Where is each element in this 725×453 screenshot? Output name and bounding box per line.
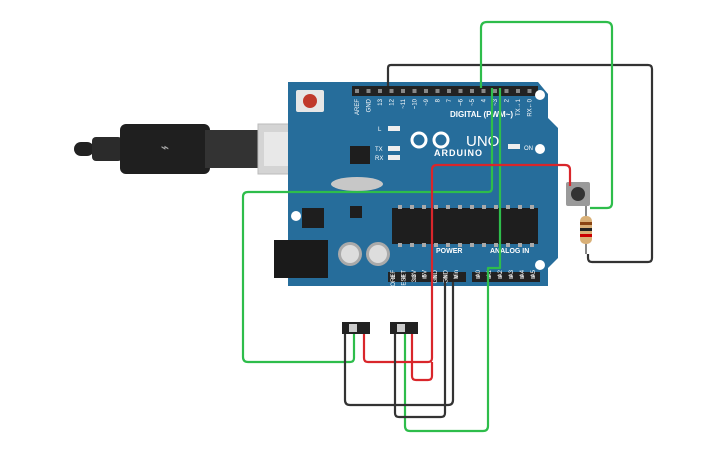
digital-pin-hole[interactable]	[504, 89, 509, 93]
digital-pin-hole[interactable]	[527, 89, 532, 93]
usb-icon: ⌁	[161, 139, 169, 155]
digital-pin-label: 4	[482, 98, 488, 102]
digital-pin-label: ~5	[470, 98, 476, 106]
wire-switch2-signal	[403, 88, 502, 433]
digital-pin-hole[interactable]	[424, 89, 428, 93]
wires	[241, 20, 654, 433]
digital-pin-hole[interactable]	[447, 89, 451, 93]
model-label: UNO	[466, 133, 499, 150]
wire-5v-switch1	[362, 270, 434, 364]
digital-pin-label: 12	[390, 98, 396, 105]
digital-pin-label: 8	[436, 98, 442, 102]
analog-pin-label: A0	[476, 269, 482, 277]
analog-header	[472, 272, 540, 282]
power-label: POWER	[436, 248, 462, 255]
slide-switch-2[interactable]	[390, 322, 418, 334]
push-button[interactable]	[566, 182, 590, 206]
digital-pin-hole[interactable]	[470, 89, 474, 93]
power-pin-hole[interactable]	[443, 275, 448, 279]
digital-pin-label: AREF	[355, 99, 361, 115]
wire-5v-switch2	[410, 334, 434, 382]
digital-pin-label: 13	[378, 98, 384, 105]
power-pin-hole[interactable]	[412, 275, 416, 279]
analog-pin-hole[interactable]	[531, 275, 535, 279]
power-pin-label: GND	[433, 269, 439, 283]
digital-pin-label: RX←0	[528, 98, 534, 116]
on-label: ON	[524, 146, 533, 152]
wire-gnd-top	[386, 63, 654, 264]
slide-switch-1[interactable]	[342, 322, 370, 334]
analog-pin-hole[interactable]	[520, 275, 524, 279]
crystal	[331, 177, 383, 191]
digital-pin-label: 7	[447, 98, 453, 102]
digital-pin-label: TX→1	[516, 98, 522, 116]
wire-gnd-switch1	[343, 282, 455, 407]
digital-pin-hole[interactable]	[516, 89, 520, 93]
digital-pin-label: ~6	[459, 98, 465, 106]
digital-pin-hole[interactable]	[389, 89, 394, 93]
analog-label: ANALOG IN	[490, 248, 529, 255]
power-pin-label: Vin	[454, 270, 460, 279]
power-pin-label: RESET	[402, 270, 408, 290]
digital-pin-hole[interactable]	[435, 89, 440, 93]
digital-pin-label: ~10	[413, 98, 419, 109]
wire-button-signal	[479, 20, 614, 210]
digital-pin-hole[interactable]	[378, 89, 382, 93]
usb-chip	[350, 146, 370, 164]
power-jack	[274, 240, 328, 278]
analog-pin-label: A2	[498, 269, 504, 277]
digital-header	[352, 86, 538, 96]
power-pin-label: 5V	[423, 270, 429, 277]
resistor	[580, 206, 592, 254]
digital-pin-hole[interactable]	[366, 89, 371, 93]
analog-pin-label: A1	[487, 269, 493, 277]
digital-pin-label: GND	[367, 98, 373, 112]
wire-5v	[430, 163, 572, 272]
analog-pin-hole[interactable]	[476, 275, 480, 279]
power-header	[388, 272, 466, 282]
digital-pin-hole[interactable]	[412, 89, 417, 93]
analog-pin-hole[interactable]	[509, 275, 513, 279]
digital-pin-hole[interactable]	[355, 89, 359, 93]
power-pin-hole[interactable]	[454, 275, 458, 279]
digital-pin-hole[interactable]	[481, 89, 486, 93]
analog-pin-label: A5	[531, 269, 537, 277]
digital-pin-hole[interactable]	[458, 89, 463, 93]
wire-gnd-switch2	[393, 282, 447, 419]
power-pin-hole[interactable]	[433, 275, 437, 279]
brand-label: ARDUINO	[434, 148, 483, 158]
analog-pin-label: A4	[520, 269, 526, 277]
power-pin-label: 3.3V	[412, 270, 418, 282]
power-pin-hole[interactable]	[391, 275, 395, 279]
power-pin-hole[interactable]	[422, 275, 427, 279]
led-l-label: L	[378, 127, 382, 133]
microcontroller-chip	[392, 208, 538, 244]
digital-pin-label: ~3	[493, 98, 499, 106]
digital-pin-label: 2	[505, 98, 511, 102]
wire-switch1-signal	[241, 88, 494, 364]
led-rx-label: RX	[375, 156, 383, 162]
digital-pin-label: ~11	[401, 98, 407, 108]
digital-pin-hole[interactable]	[401, 89, 405, 93]
digital-pin-hole[interactable]	[493, 89, 497, 93]
digital-label: DIGITAL (PWM~)	[450, 110, 513, 119]
led-tx-label: TX	[375, 147, 383, 153]
analog-pin-label: A3	[509, 269, 515, 277]
analog-pin-hole[interactable]	[498, 275, 502, 279]
arduino-board[interactable]: DIGITAL (PWM~) ARDUINO UNO ON L TX RX PO…	[274, 82, 558, 290]
digital-pin-label: ~9	[424, 98, 430, 106]
power-pin-label: IOREF	[391, 270, 397, 289]
power-pin-label: GND	[444, 269, 450, 283]
arduino-logo	[410, 131, 450, 149]
power-pin-hole[interactable]	[401, 275, 406, 279]
